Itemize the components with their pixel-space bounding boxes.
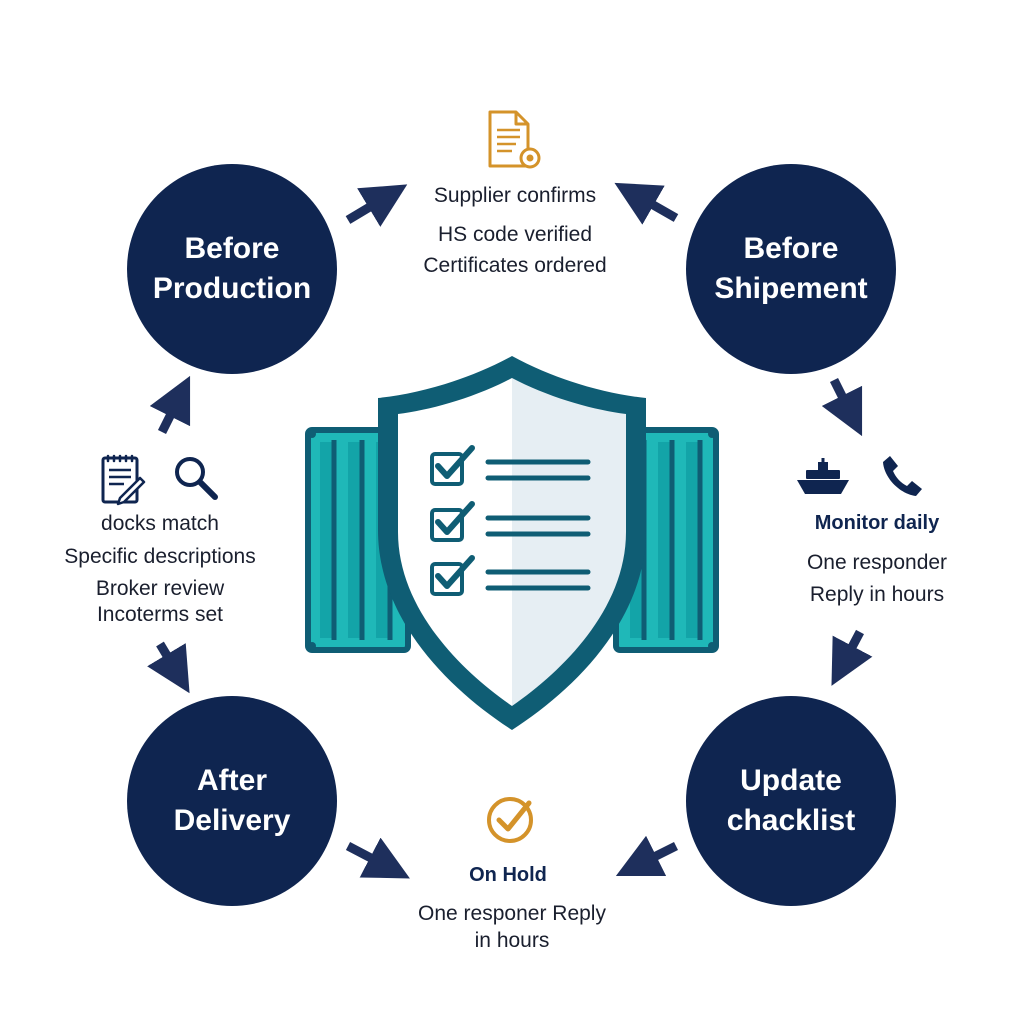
- left-panel-line-2: Specific descriptions: [64, 545, 256, 568]
- left-panel-line-4: Incoterms set: [96, 603, 224, 626]
- arrow-delivery-to-bottom: [345, 837, 410, 879]
- arrow-production-to-top: [345, 184, 408, 227]
- left-panel-line-1: docks match: [101, 512, 219, 535]
- clipboard-checklist-icon: [101, 454, 146, 506]
- top-panel-line-2: HS code verified: [437, 223, 593, 246]
- right-panel-heading: Monitor daily: [814, 512, 940, 534]
- phone-icon: [883, 456, 922, 496]
- stage-before-production-label: Before Production: [152, 232, 312, 305]
- right-panel-line-2: Reply in hours: [809, 583, 945, 606]
- left-panel-line-3: Broker review: [95, 577, 225, 600]
- arrow-shipment-down: [821, 377, 863, 437]
- arrow-left-panel-up: [149, 375, 191, 435]
- arrow-left-panel-down: [147, 641, 190, 694]
- top-panel-line-1: Supplier confirms: [433, 184, 597, 207]
- check-circle-icon: [487, 797, 533, 843]
- arrow-checklist-to-bottom: [615, 835, 679, 877]
- arrow-right-panel-down: [831, 629, 873, 686]
- stage-before-shipement-label: Before Shipement: [714, 232, 868, 305]
- stage-after-delivery: After Delivery: [127, 696, 337, 906]
- bottom-panel-line-1: One responer Reply: [418, 902, 606, 925]
- stage-update-checklist-label: Update chacklist: [726, 764, 856, 837]
- stage-update-checklist: Update chacklist: [686, 696, 896, 906]
- top-panel-line-3: Certificates ordered: [423, 254, 607, 277]
- document-certificate-icon: [488, 110, 541, 169]
- arrow-shipment-to-top: [614, 182, 679, 225]
- right-panel-line-1: One responder: [806, 551, 948, 574]
- bottom-panel-heading: On Hold: [469, 864, 547, 886]
- bottom-panel-line-2: in hours: [474, 929, 550, 952]
- magnifier-icon: [175, 457, 218, 500]
- shield-checklist-container-icon: [305, 356, 719, 730]
- stage-before-production: Before Production: [127, 164, 337, 374]
- stage-after-delivery-label: After Delivery: [173, 764, 291, 837]
- ship-icon: [797, 458, 849, 494]
- stage-before-shipement: Before Shipement: [686, 164, 896, 374]
